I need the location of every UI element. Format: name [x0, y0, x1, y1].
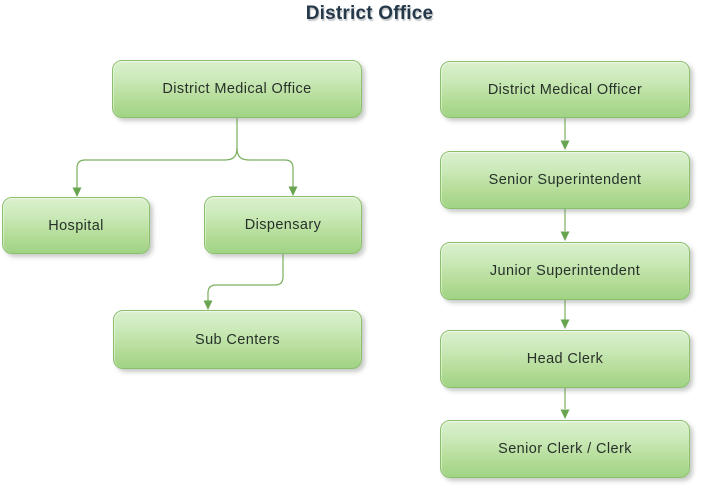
node-label: Senior Clerk / Clerk	[498, 441, 632, 457]
connector-dmo-hospital	[76, 147, 238, 188]
arrowhead-headclerk	[560, 319, 570, 329]
node-district-medical-officer[interactable]: District Medical Officer	[440, 61, 690, 118]
arrowhead-hospital	[72, 187, 82, 197]
diagram-title: District Office	[305, 3, 434, 24]
arrowhead-seniorsup	[560, 140, 570, 150]
node-senior-clerk-clerk[interactable]: Senior Clerk / Clerk	[440, 420, 690, 478]
node-label: Head Clerk	[526, 351, 604, 367]
arrowhead-juniorsup	[560, 231, 570, 241]
node-junior-superintendent[interactable]: Junior Superintendent	[440, 242, 690, 300]
arrowhead-subcenters	[203, 300, 213, 310]
node-label: District Medical Officer	[487, 81, 643, 98]
node-sub-centers[interactable]: Sub Centers	[113, 310, 362, 369]
arrowhead-srclerk	[560, 409, 570, 419]
node-district-medical-office[interactable]: District Medical Office	[112, 60, 362, 118]
node-label: Senior Superintendent	[488, 172, 642, 188]
connector-dispensary-subcenters	[207, 254, 284, 301]
node-dispensary[interactable]: Dispensary	[204, 196, 362, 254]
node-hospital[interactable]: Hospital	[2, 197, 150, 254]
node-head-clerk[interactable]: Head Clerk	[440, 330, 690, 388]
node-label: Dispensary	[244, 217, 322, 233]
arrowhead-dispensary	[288, 186, 298, 196]
node-senior-superintendent[interactable]: Senior Superintendent	[440, 151, 690, 209]
node-label: District Medical Office	[162, 81, 312, 97]
node-label: Hospital	[48, 217, 104, 234]
connector-dmo-dispensary	[236, 147, 294, 187]
node-label: Sub Centers	[195, 331, 280, 348]
node-label: Junior Superintendent	[489, 263, 641, 279]
